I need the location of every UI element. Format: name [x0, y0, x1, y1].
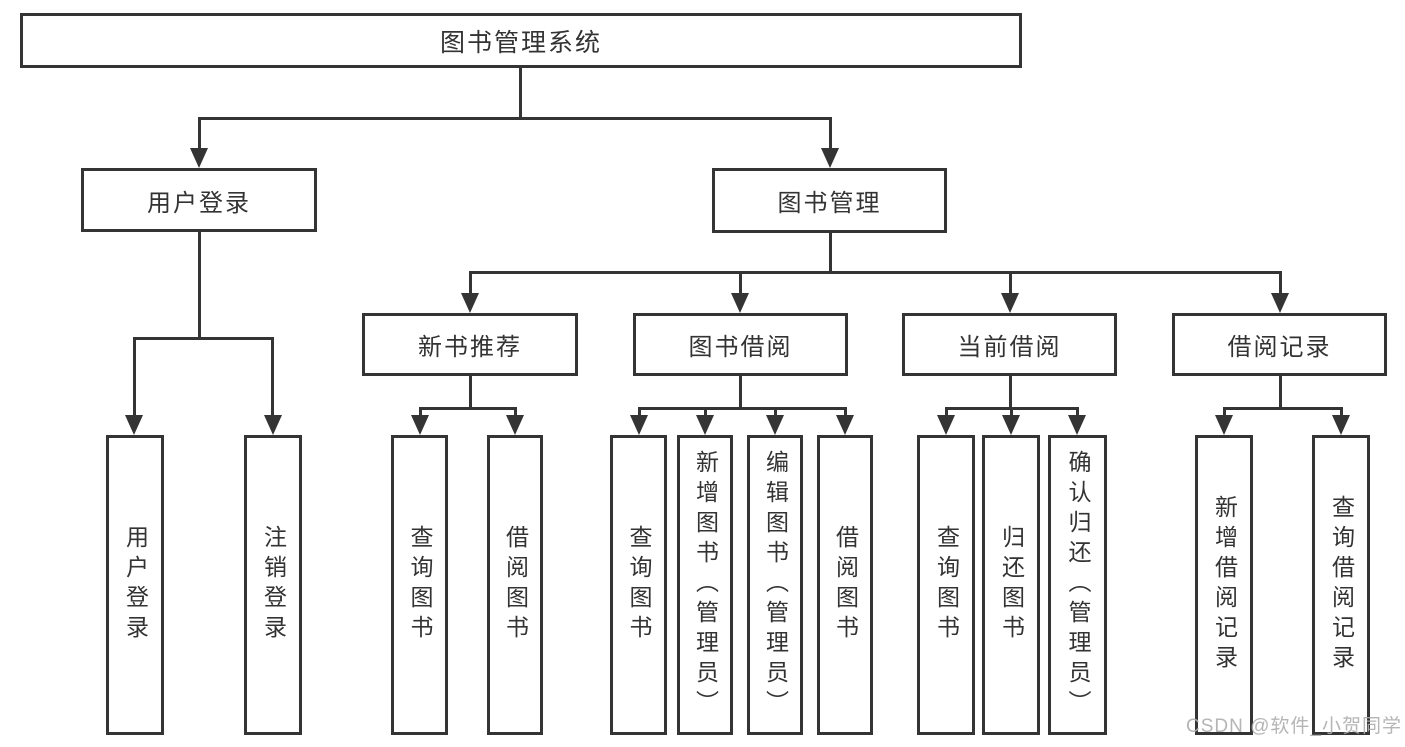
leaf-borrow-books-1-label: 借阅图书: [502, 525, 529, 645]
leaf-add-book-admin-label: 新增图书（管理员）: [692, 450, 719, 720]
arrow-down-icon: [190, 148, 208, 168]
arrow-down-icon: [125, 415, 143, 435]
node-borrow-records: 借阅记录: [1172, 313, 1387, 376]
leaf-return-book-label: 归还图书: [998, 525, 1025, 645]
arrow-down-icon: [506, 415, 524, 435]
arrow-down-icon: [821, 148, 839, 168]
connector-line: [829, 231, 832, 273]
connector-line: [638, 407, 847, 410]
leaf-add-book-admin: 新增图书（管理员）: [677, 435, 733, 735]
node-user-login-label: 用户登录: [147, 189, 251, 217]
connector-line: [739, 271, 742, 297]
connector-line: [469, 271, 472, 297]
connector-line: [774, 407, 777, 420]
leaf-query-books-1: 查询图书: [391, 435, 448, 735]
leaf-query-books-3: 查询图书: [917, 435, 975, 735]
connector-line: [945, 407, 948, 420]
connector-line: [198, 230, 201, 340]
leaf-confirm-return-admin: 确认归还（管理员）: [1048, 435, 1107, 735]
leaf-add-borrow-record-label: 新增借阅记录: [1211, 495, 1238, 675]
connector-line: [1009, 374, 1012, 410]
node-book-borrow-label: 图书借阅: [688, 334, 793, 361]
node-current-borrow: 当前借阅: [902, 313, 1117, 376]
leaf-borrow-books-2-label: 借阅图书: [832, 525, 859, 645]
connector-line: [638, 407, 641, 420]
csdn-watermark: CSDN @软件_小贺同学: [1186, 716, 1402, 737]
node-root: 图书管理系统: [20, 13, 1022, 68]
leaf-query-books-3-label: 查询图书: [933, 525, 960, 645]
leaf-query-books-1-label: 查询图书: [407, 525, 433, 645]
connector-line: [133, 337, 274, 340]
connector-line: [739, 374, 742, 410]
leaf-user-login-label: 用户登录: [122, 525, 149, 645]
arrow-down-icon: [1002, 415, 1020, 435]
connector-line: [1279, 374, 1282, 410]
leaf-edit-book-admin: 编辑图书（管理员）: [747, 435, 803, 735]
arrow-down-icon: [696, 415, 714, 435]
connector-line: [1009, 271, 1012, 297]
node-book-management-label: 图书管理: [777, 190, 882, 217]
leaf-query-borrow-record-label: 查询借阅记录: [1328, 495, 1355, 675]
connector-line: [1010, 407, 1013, 420]
leaf-confirm-return-admin-label: 确认归还（管理员）: [1065, 450, 1091, 720]
connector-line: [1223, 407, 1226, 420]
connector-line: [198, 117, 832, 120]
arrow-down-icon: [461, 293, 479, 313]
leaf-query-books-2: 查询图书: [610, 435, 667, 735]
connector-line: [1279, 271, 1282, 297]
connector-line: [1076, 407, 1079, 420]
arrow-down-icon: [836, 415, 854, 435]
node-current-borrow-label: 当前借阅: [957, 334, 1062, 361]
arrow-down-icon: [264, 415, 282, 435]
arrow-down-icon: [1215, 415, 1233, 435]
node-new-book-recommend: 新书推荐: [362, 313, 578, 376]
node-book-management: 图书管理: [712, 168, 947, 233]
connector-line: [514, 407, 517, 420]
arrow-down-icon: [411, 415, 429, 435]
arrow-down-icon: [630, 415, 648, 435]
leaf-logout: 注销登录: [244, 435, 302, 735]
arrow-down-icon: [1332, 415, 1350, 435]
connector-line: [419, 407, 422, 420]
arrow-down-icon: [1001, 293, 1019, 313]
leaf-query-books-2-label: 查询图书: [626, 525, 652, 645]
arrow-down-icon: [731, 293, 749, 313]
leaf-edit-book-admin-label: 编辑图书（管理员）: [762, 450, 789, 720]
node-root-label: 图书管理系统: [439, 28, 602, 57]
connector-line: [704, 407, 707, 420]
connector-line: [519, 65, 522, 119]
arrow-down-icon: [1271, 293, 1289, 313]
arrow-down-icon: [766, 415, 784, 435]
connector-line: [271, 337, 274, 419]
connector-line: [829, 117, 832, 151]
leaf-query-borrow-record: 查询借阅记录: [1312, 435, 1370, 735]
connector-line: [133, 337, 136, 419]
arrow-down-icon: [937, 415, 955, 435]
arrow-down-icon: [1068, 415, 1086, 435]
node-borrow-records-label: 借阅记录: [1227, 334, 1332, 361]
connector-line: [469, 271, 1282, 274]
leaf-logout-label: 注销登录: [260, 525, 287, 645]
node-user-login: 用户登录: [81, 168, 317, 232]
connector-line: [419, 407, 517, 410]
connector-line: [844, 407, 847, 420]
node-book-borrow: 图书借阅: [633, 313, 848, 376]
leaf-return-book: 归还图书: [982, 435, 1040, 735]
node-new-book-recommend-label: 新书推荐: [418, 334, 522, 361]
leaf-borrow-books-2: 借阅图书: [817, 435, 873, 735]
connector-line: [1223, 407, 1343, 410]
leaf-borrow-books-1: 借阅图书: [487, 435, 543, 735]
connector-line: [198, 117, 201, 151]
connector-line: [469, 374, 472, 410]
leaf-add-borrow-record: 新增借阅记录: [1195, 435, 1253, 735]
connector-line: [1340, 407, 1343, 420]
leaf-user-login: 用户登录: [106, 435, 164, 735]
